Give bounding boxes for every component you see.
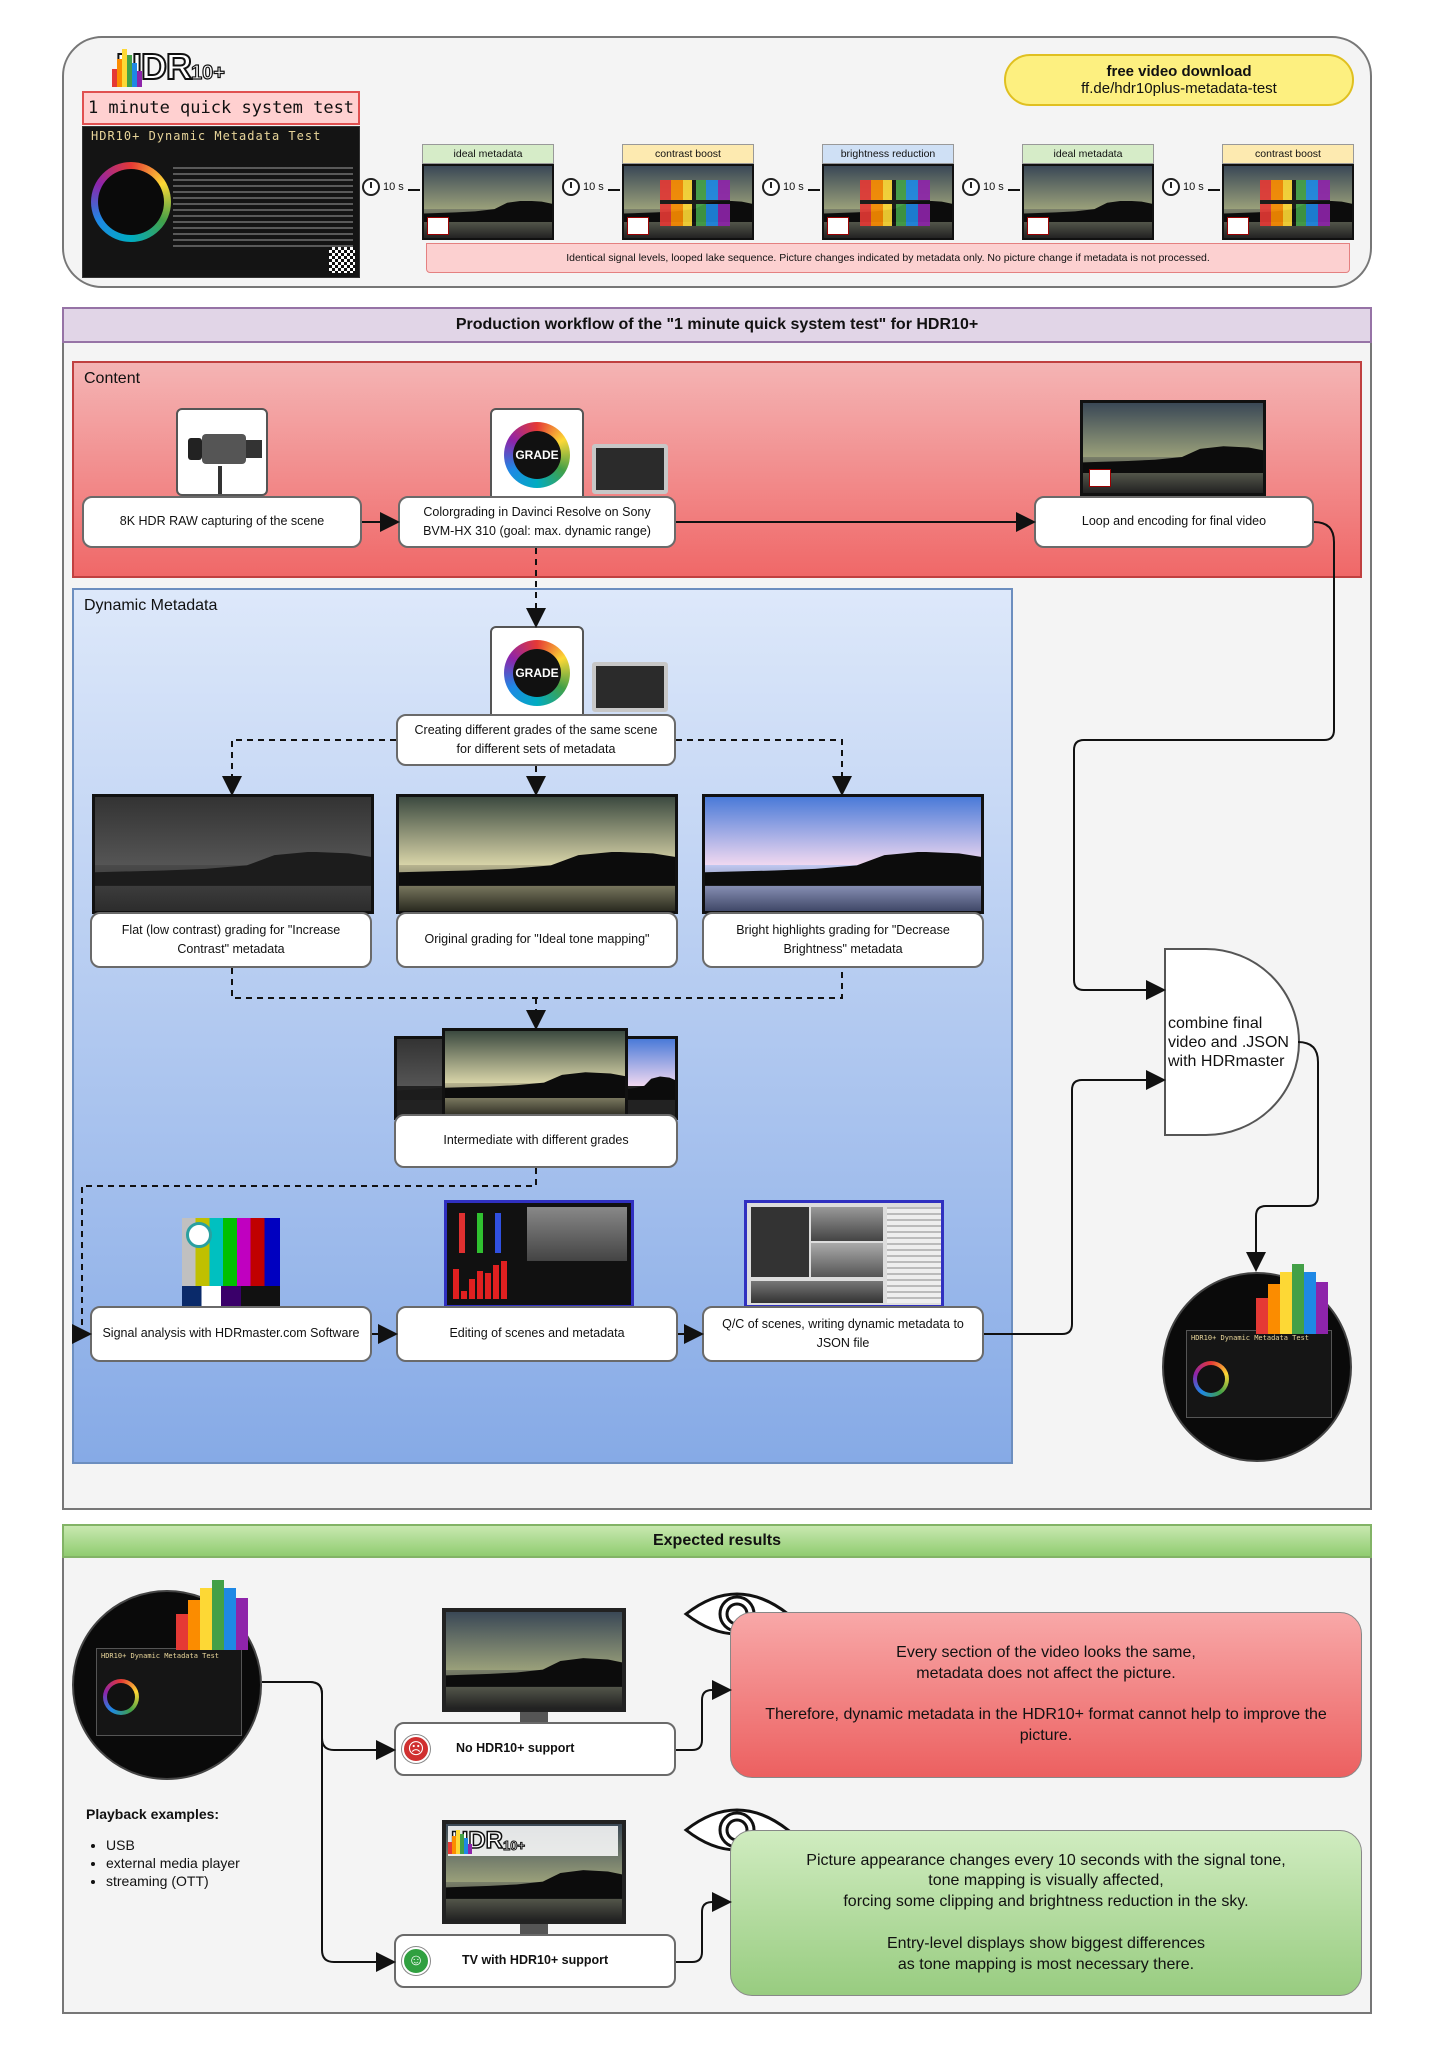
capture-node: 8K HDR RAW capturing of the scene — [82, 496, 362, 548]
loop-icon — [1227, 217, 1249, 235]
original-grade-image — [396, 794, 678, 914]
playback-rainbow-icon — [176, 1570, 248, 1650]
stopwatch-icon: 10 s — [962, 178, 1004, 196]
editing-screenshot — [444, 1200, 634, 1308]
segment-label: ideal metadata — [422, 144, 554, 164]
timeline-arrow — [808, 189, 820, 191]
segment-label: ideal metadata — [1022, 144, 1154, 164]
with-support-node: TV with HDR10+ support — [394, 1934, 676, 1988]
grade-icon-top: GRADE — [490, 408, 584, 502]
metadata-flag-icon — [660, 180, 730, 226]
download-cloud: free video download ff.de/hdr10plus-meta… — [1004, 54, 1354, 106]
no-support-result: Every section of the video looks the sam… — [730, 1612, 1362, 1778]
segment-thumbnail — [822, 164, 954, 240]
tv-no-support-stand — [520, 1712, 548, 1722]
loop-icon — [427, 217, 449, 235]
cover-title: HDR10+ Dynamic Metadata Test — [91, 129, 322, 143]
stopwatch-icon: 10 s — [362, 178, 404, 196]
ff-logo-disc — [91, 162, 171, 242]
loop-caption: Identical signal levels, looped lake seq… — [426, 243, 1350, 273]
logo-superscript: 10+ — [190, 61, 225, 84]
bright-grade-node: Bright highlights grading for "Decrease … — [702, 912, 984, 968]
timer-label: 10 s — [583, 181, 604, 193]
qc-node: Q/C of scenes, writing dynamic metadata … — [702, 1306, 984, 1362]
metadata-flag-icon — [1260, 180, 1330, 226]
qr-code-icon — [329, 247, 355, 273]
playback-item: USB — [106, 1836, 240, 1854]
timer-label: 10 s — [1183, 181, 1204, 193]
editing-node: Editing of scenes and metadata — [396, 1306, 678, 1362]
timeline-arrow — [408, 189, 420, 191]
monitor-icon-top — [592, 444, 668, 494]
happy-face-icon: ☺ — [402, 1947, 430, 1975]
final-disc-rainbow-icon — [1256, 1254, 1328, 1334]
no-support-label: No HDR10+ support — [456, 1741, 575, 1756]
results-title: Expected results — [62, 1524, 1372, 1558]
playback-item: streaming (OTT) — [106, 1872, 240, 1890]
timer-label: 10 s — [983, 181, 1004, 193]
rainbow-bars-icon — [112, 47, 142, 87]
workflow-title: Production workflow of the "1 minute qui… — [62, 307, 1372, 343]
stopwatch-icon: 10 s — [562, 178, 604, 196]
create-grades-node: Creating different grades of the same sc… — [396, 714, 676, 766]
loop-icon — [1027, 217, 1049, 235]
playback-heading: Playback examples: — [86, 1806, 220, 1822]
content-lane-label: Content — [84, 370, 141, 387]
bright-grade-image — [702, 794, 984, 914]
loop-encode-node: Loop and encoding for final video — [1034, 496, 1314, 548]
segment-thumbnail — [622, 164, 754, 240]
cloud-line2[interactable]: ff.de/hdr10plus-metadata-test — [1081, 80, 1277, 97]
with-support-label: TV with HDR10+ support — [462, 1953, 609, 1968]
flat-grade-image — [92, 794, 374, 914]
signal-analysis-node: Signal analysis with HDRmaster.com Softw… — [90, 1306, 372, 1362]
metadata-flag-icon — [860, 180, 930, 226]
no-support-node: No HDR10+ support — [394, 1722, 676, 1776]
stopwatch-icon: 10 s — [1162, 178, 1204, 196]
playback-item: external media player — [106, 1854, 240, 1872]
monitor-icon-dynamic — [592, 662, 668, 712]
segment-label: contrast boost — [1222, 144, 1354, 164]
with-support-result: Picture appearance changes every 10 seco… — [730, 1830, 1362, 1996]
timeline-arrow — [1208, 189, 1220, 191]
combine-text: combine final video and .JSON with HDRma… — [1168, 1015, 1289, 1071]
dynamic-lane-label: Dynamic Metadata — [84, 597, 218, 614]
grade-icon-dynamic: GRADE — [490, 626, 584, 720]
segment-label: brightness reduction — [822, 144, 954, 164]
sad-face-icon: ☹ — [402, 1735, 430, 1763]
colorgrade-node: Colorgrading in Davinci Resolve on Sony … — [398, 496, 676, 548]
test-label: 1 minute quick system test — [82, 91, 360, 125]
cloud-line1: free video download — [1106, 63, 1252, 80]
tv-hdr10-logo: HDR 10+ — [448, 1826, 618, 1856]
intermediate-node: Intermediate with different grades — [394, 1114, 678, 1168]
loop-icon — [1089, 469, 1111, 487]
loop-icon — [827, 217, 849, 235]
segment-label: contrast boost — [622, 144, 754, 164]
segment-thumbnail — [422, 164, 554, 240]
tv-no-support-screen — [442, 1608, 626, 1712]
cover-text-lines — [173, 167, 353, 247]
final-video-thumbnail — [1080, 400, 1266, 496]
play-icon — [186, 1222, 212, 1248]
camera-icon — [176, 408, 268, 496]
timer-label: 10 s — [783, 181, 804, 193]
qc-screenshot — [744, 1200, 944, 1308]
video-cover-card: HDR10+ Dynamic Metadata Test — [82, 126, 360, 278]
test-pattern-icon — [182, 1218, 280, 1306]
loop-icon — [627, 217, 649, 235]
playback-cover-title: HDR10+ Dynamic Metadata Test — [101, 1652, 220, 1660]
tv-hdr10-stand — [520, 1924, 548, 1934]
tv-logo-sup: 10+ — [502, 1837, 526, 1853]
intermediate-front-image — [442, 1028, 628, 1120]
timeline-arrow — [608, 189, 620, 191]
original-grade-node: Original grading for "Ideal tone mapping… — [396, 912, 678, 968]
timer-label: 10 s — [383, 181, 404, 193]
stopwatch-icon: 10 s — [762, 178, 804, 196]
disc-cover-title: HDR10+ Dynamic Metadata Test — [1191, 1334, 1310, 1342]
segment-thumbnail — [1222, 164, 1354, 240]
flat-grade-node: Flat (low contrast) grading for "Increas… — [90, 912, 372, 968]
timeline-arrow — [1008, 189, 1020, 191]
segment-thumbnail — [1022, 164, 1154, 240]
hdr10plus-logo: HDR 10+ — [112, 45, 332, 88]
playback-list: USB external media player streaming (OTT… — [106, 1836, 240, 1890]
